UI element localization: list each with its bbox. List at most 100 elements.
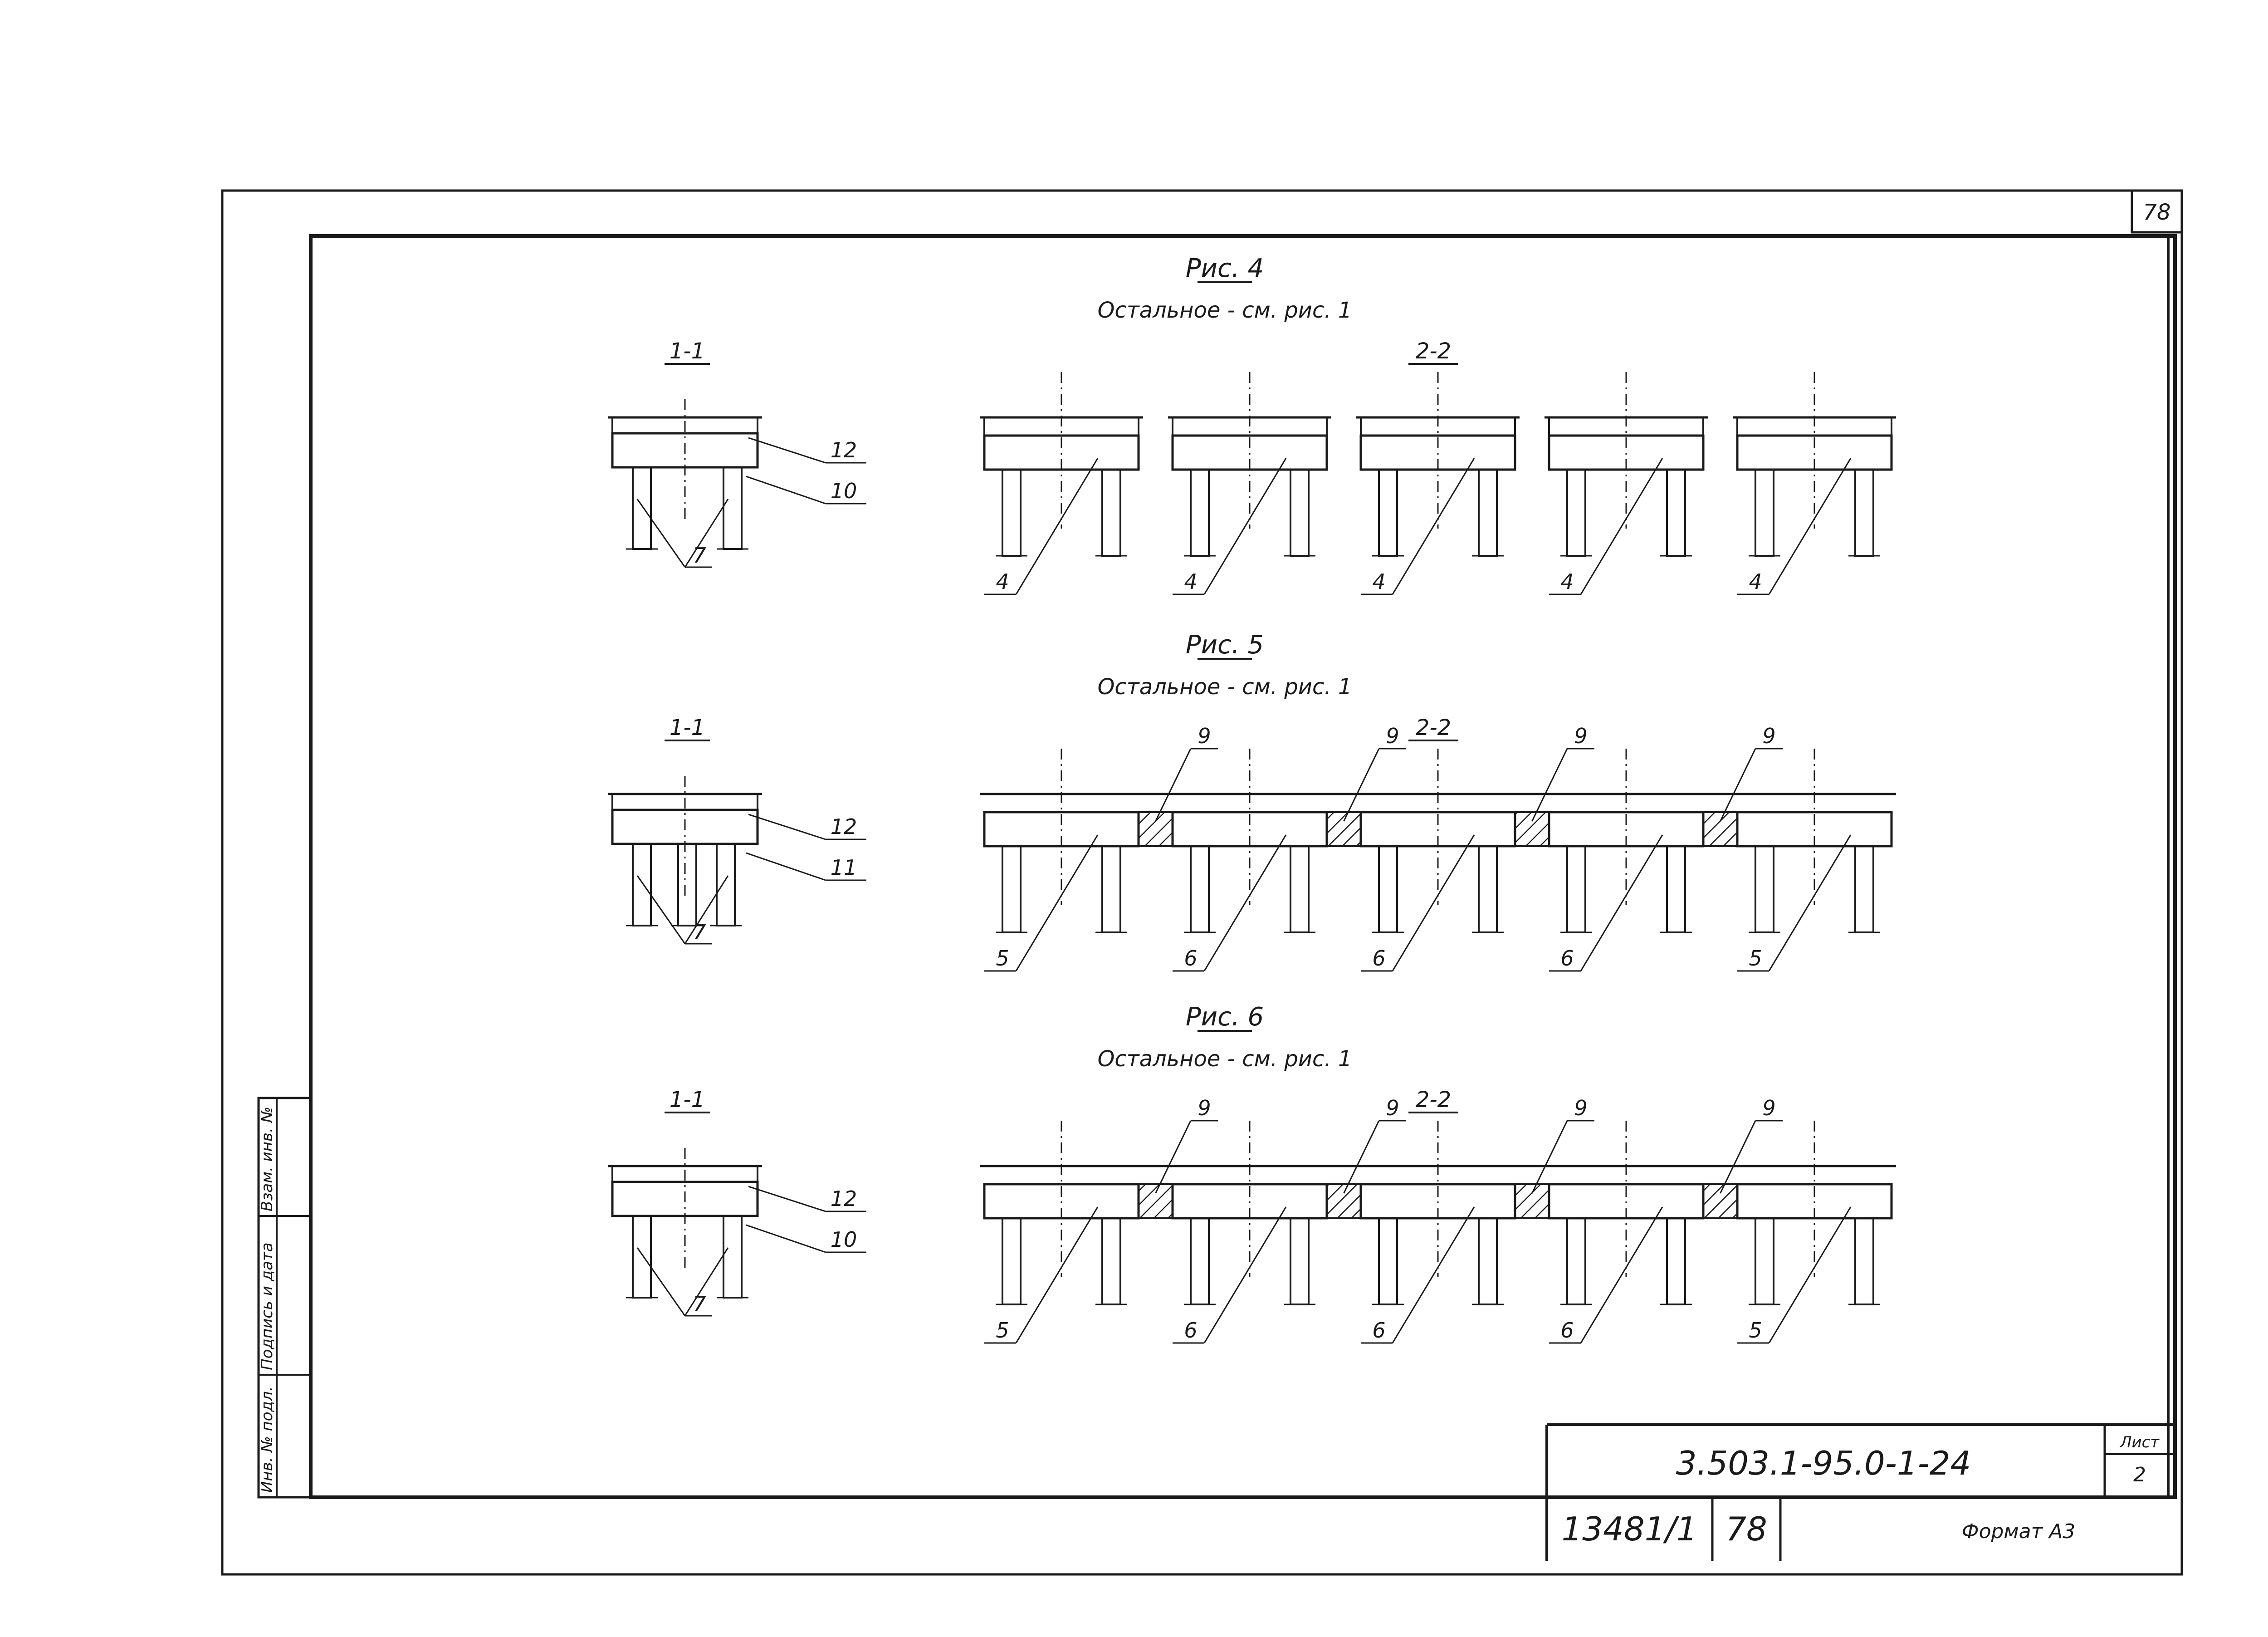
pile [1566,845,1586,933]
beam-unit: 5 [1736,1121,1893,1344]
beam-unit: 4 [1168,372,1331,595]
pile [1002,469,1022,557]
pile [1755,1217,1774,1305]
document-code: 3.503.1-95.0-1-24 [1676,1444,1971,1482]
joint-label: 9 [1574,724,1587,748]
beam-unit: 6 [1548,749,1705,972]
pile [1190,1217,1210,1305]
joint-hatched [1514,1183,1550,1219]
pile [1478,845,1498,933]
pile [1290,469,1310,557]
side-stamp-replace: Взам. инв. № [258,1107,276,1211]
leader-line [1392,458,1475,595]
leader-line [1720,1120,1756,1194]
leader-line [1768,1206,1852,1343]
leader-line [746,852,826,881]
label-top: 12 [831,438,857,462]
pile [1002,845,1022,933]
leader-line [1580,1206,1663,1343]
label-mid: 10 [831,1227,857,1252]
figure-subtitle: Остальное - см. рис. 1 [1098,674,1352,700]
bottom-label: 4 [996,569,1009,594]
bottom-label: 6 [1372,1318,1385,1343]
sheet-label: Лист [2119,1433,2160,1451]
label-mid: 11 [831,855,857,880]
leader-line [1531,748,1568,822]
pile [1755,845,1774,933]
section-label-right: 2-2 [1416,338,1451,364]
pile [1002,1217,1022,1305]
joint-hatched [1702,811,1738,847]
beam-unit: 6 [1359,1121,1516,1344]
joint-label: 9 [1386,1096,1399,1120]
section-label-right: 2-2 [1416,715,1451,740]
bottom-label: 6 [1184,946,1197,970]
leader-line [636,875,686,944]
pile [1478,1217,1498,1305]
pile [1101,469,1121,557]
leader-line [1203,458,1287,595]
label-mid: 10 [831,479,857,503]
section-label-left: 1-1 [670,1087,705,1113]
leader-line [746,475,826,505]
bottom-label: 5 [1749,946,1762,970]
format-label: Формат А3 [1962,1520,2076,1543]
leader-line [748,814,826,840]
joint-label: 9 [1762,1096,1775,1120]
beam-unit: 4 [1545,372,1708,595]
joint-label: 9 [1198,724,1211,748]
inventory-sheet: 78 [1725,1510,1767,1548]
bottom-label: 4 [1560,569,1574,594]
leader-line [636,499,686,568]
leader-line [1015,834,1099,971]
figure-subtitle: Остальное - см. рис. 1 [1098,1046,1352,1072]
leader-line [748,437,826,464]
joint-hatched [1514,811,1550,847]
pile [1854,469,1874,557]
pile [1566,1217,1586,1305]
pile [1666,469,1686,557]
leader-line [636,1247,686,1316]
leader-line [746,1224,826,1253]
pile [1478,469,1498,557]
bottom-label: 6 [1184,1318,1197,1343]
label-bottom: 7 [693,920,706,944]
pile [723,1215,743,1299]
bottom-label: 5 [996,946,1009,970]
pile [1666,845,1686,933]
joint-label: 9 [1574,1096,1587,1120]
pile [632,1215,652,1299]
leader-line [1392,1206,1475,1343]
figure-title: Рис. 6 [1186,1002,1264,1032]
beam-unit: 6 [1359,749,1516,972]
beam-unit: 4 [1733,372,1896,595]
figure-title: Рис. 5 [1186,630,1264,660]
pile [1755,469,1774,557]
leader-line [1580,834,1663,971]
pile [1854,845,1874,933]
leader-line [1203,834,1287,971]
beam-unit: 6 [1171,1121,1328,1344]
beam-unit: 6 [1548,1121,1705,1344]
beam-unit: 5 [983,1121,1140,1344]
leader-line [1015,458,1099,595]
corner-number-box: 78 [2131,189,2183,234]
beam-unit: 4 [1356,372,1520,595]
leader-line [1343,748,1380,822]
side-stamp-inv: Инв. № подл. [258,1386,276,1493]
joint-hatched [1326,1183,1362,1219]
beam-unit: 5 [1736,749,1893,972]
pile [1854,1217,1874,1305]
bottom-label: 6 [1372,946,1385,970]
side-stamp: Инв. № подл. Подпись и дата Взам. инв. № [257,1097,312,1499]
bottom-label: 5 [1749,1318,1762,1343]
beam-unit: 6 [1171,749,1328,972]
